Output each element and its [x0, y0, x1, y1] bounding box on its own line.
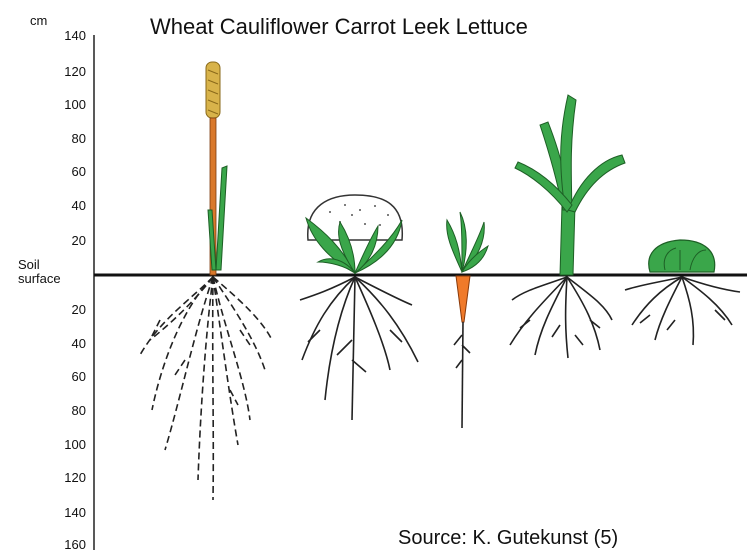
leek-stem	[560, 205, 575, 275]
soil-label-line-2: surface	[18, 272, 61, 286]
leek-plant	[510, 95, 625, 358]
wheat-leaf	[216, 166, 227, 270]
tick-label: 160	[44, 537, 86, 552]
source-credit: Source: K. Gutekunst (5)	[398, 527, 618, 550]
soil-label-line-1: Soil	[18, 258, 61, 272]
cauliflower-roots	[300, 277, 418, 420]
chart-title: Wheat Cauliflower Carrot Leek Lettuce	[150, 14, 528, 40]
tick-label: 20	[44, 302, 86, 317]
tick-label: 120	[44, 64, 86, 79]
cauliflower-plant	[300, 195, 418, 420]
carrot-root	[456, 276, 470, 322]
wheat-roots	[140, 277, 272, 500]
tick-label: 140	[44, 28, 86, 43]
wheat-plant	[140, 62, 272, 500]
tick-label: 100	[44, 97, 86, 112]
carrot-taproot	[454, 322, 470, 428]
tick-label: 80	[44, 131, 86, 146]
tick-label: 100	[44, 437, 86, 452]
soil-surface-label: Soil surface	[18, 258, 61, 286]
tick-label: 40	[44, 336, 86, 351]
leek-leaves	[515, 95, 625, 212]
lettuce-head	[649, 240, 715, 272]
tick-label: 40	[44, 198, 86, 213]
carrot-plant	[447, 212, 488, 428]
tick-label: 60	[44, 164, 86, 179]
axis-unit-label: cm	[30, 13, 47, 28]
lettuce-roots	[625, 277, 740, 345]
carrot-leaves	[447, 212, 488, 272]
tick-label: 60	[44, 369, 86, 384]
lettuce-plant	[625, 240, 740, 345]
tick-label: 80	[44, 403, 86, 418]
wheat-ear	[206, 62, 220, 118]
tick-label: 120	[44, 470, 86, 485]
leek-roots	[510, 277, 612, 358]
tick-label: 20	[44, 233, 86, 248]
tick-label: 140	[44, 505, 86, 520]
